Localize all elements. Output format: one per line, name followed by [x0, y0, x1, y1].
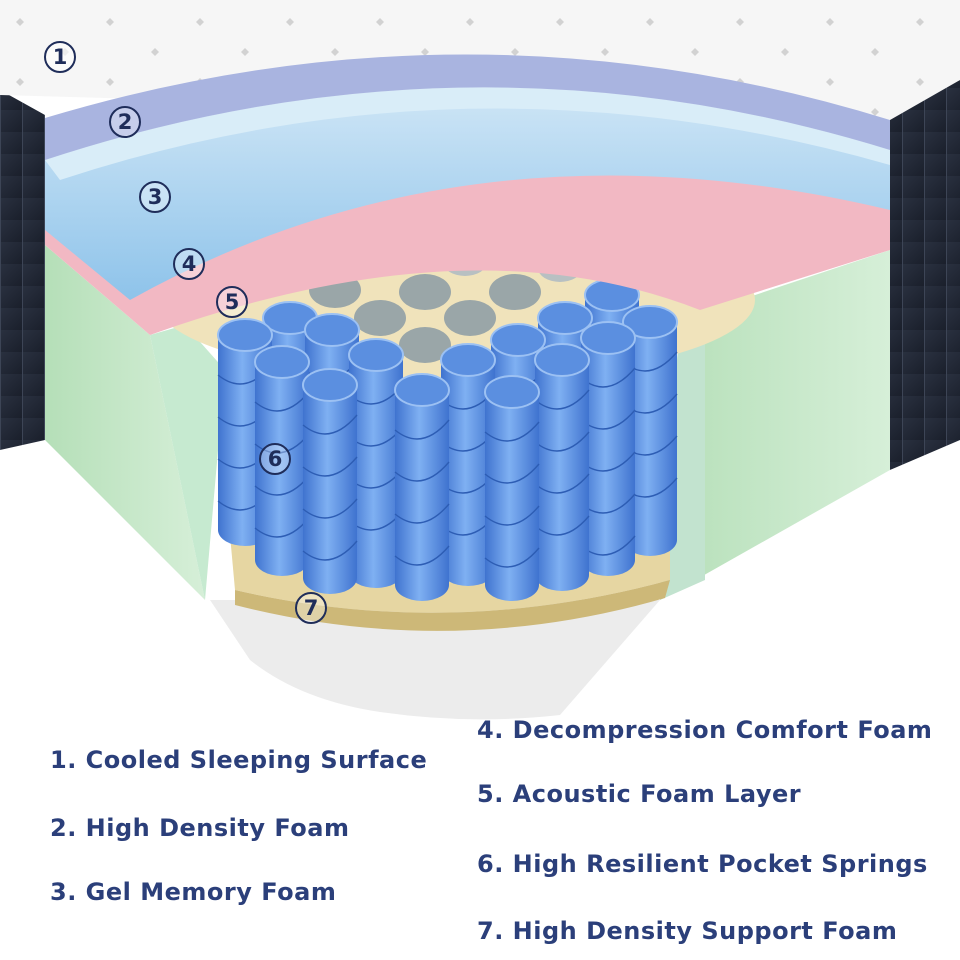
layer-marker-5: 5	[216, 286, 248, 318]
svg-text:2: 2	[118, 110, 133, 134]
base-cut-face	[210, 600, 660, 720]
svg-text:6: 6	[268, 447, 283, 471]
layer-marker-2: 2	[109, 106, 141, 138]
right-border-fabric	[890, 80, 960, 470]
svg-text:4: 4	[182, 252, 197, 276]
legend-item-7: 7. High Density Support Foam	[477, 917, 898, 945]
left-side-foam	[45, 245, 205, 600]
svg-text:3: 3	[148, 185, 163, 209]
left-side-foam-top	[150, 325, 225, 600]
spring-cylinder	[394, 373, 450, 601]
pocket-springs	[217, 278, 678, 601]
spring-cylinder	[484, 375, 540, 601]
svg-text:7: 7	[304, 596, 319, 620]
gel-memory-foam	[45, 87, 890, 300]
layer-marker-1: 1	[44, 41, 76, 73]
high-density-foam	[45, 54, 890, 160]
mattress-cutaway-diagram: 1 2 3 4 5 6 7	[0, 0, 960, 720]
spring-cylinder	[580, 321, 636, 576]
left-border-fabric	[0, 90, 45, 470]
layer-marker-3: 3	[139, 181, 171, 213]
spring-cylinder	[440, 343, 496, 586]
legend-item-6: 6. High Resilient Pocket Springs	[477, 850, 928, 878]
legend-item-1: 1. Cooled Sleeping Surface	[50, 746, 428, 774]
layer-marker-7: 7	[295, 592, 327, 624]
svg-text:1: 1	[53, 45, 68, 69]
spring-cylinder	[302, 368, 358, 594]
spring-cylinder	[534, 343, 590, 591]
legend-item-2: 2. High Density Foam	[50, 814, 350, 842]
spring-cylinder	[254, 345, 310, 576]
svg-text:5: 5	[225, 290, 240, 314]
layer-marker-4: 4	[173, 248, 205, 280]
legend-item-5: 5. Acoustic Foam Layer	[477, 780, 802, 808]
legend-item-3: 3. Gel Memory Foam	[50, 878, 337, 906]
spring-cylinder	[348, 338, 404, 588]
legend-item-4: 4. Decompression Comfort Foam	[477, 716, 933, 744]
mattress-base	[0, 440, 960, 720]
layer-marker-6: 6	[259, 443, 291, 475]
